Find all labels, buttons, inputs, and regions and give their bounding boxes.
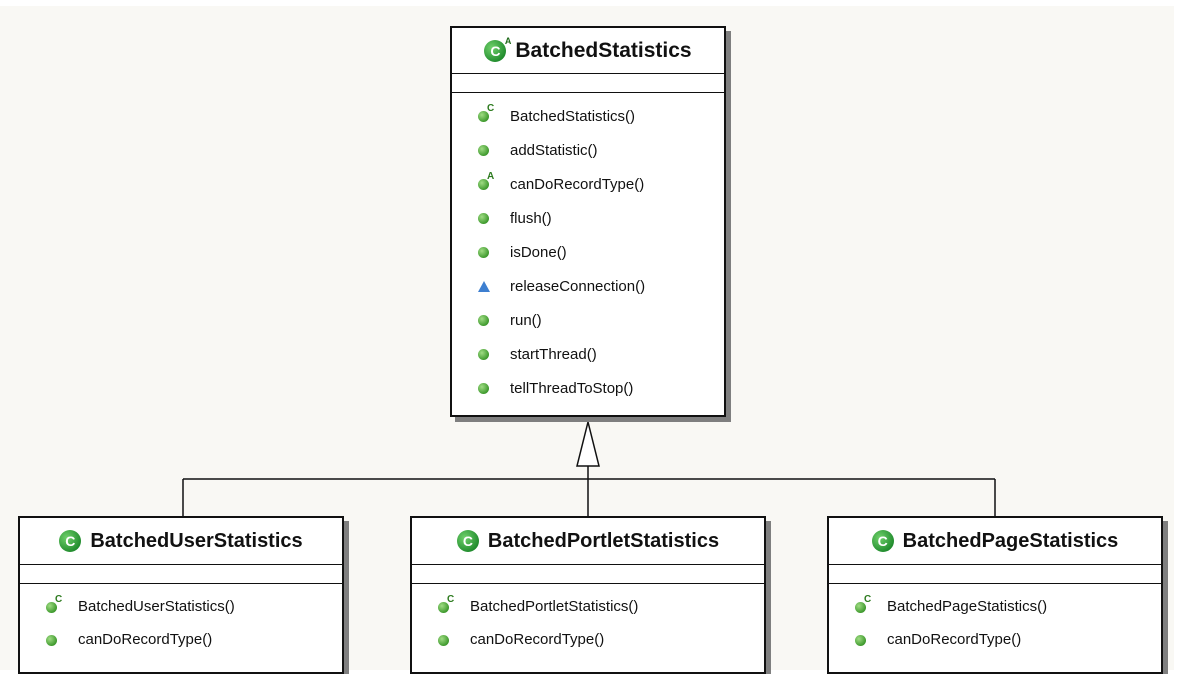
class-batched-portlet-statistics[interactable]: C BatchedPortletStatistics C BatchedPort… — [410, 516, 766, 674]
class-name: BatchedStatistics — [515, 38, 692, 62]
method-label: addStatistic() — [510, 141, 598, 159]
method-label: releaseConnection() — [510, 277, 646, 295]
method-label: isDone() — [510, 243, 567, 261]
method-row[interactable]: tellThreadToStop() — [452, 371, 724, 405]
class-icon: C — [871, 530, 894, 552]
method-row[interactable]: A canDoRecordType() — [452, 167, 724, 201]
method-row[interactable]: C BatchedPageStatistics() — [829, 590, 1161, 623]
public-method-icon — [474, 209, 496, 227]
method-label: flush() — [510, 209, 552, 227]
attributes-compartment — [412, 565, 764, 584]
attributes-compartment — [20, 565, 342, 584]
method-row[interactable]: run() — [452, 303, 724, 337]
class-icon: C — [59, 530, 82, 552]
public-method-icon — [474, 345, 496, 363]
method-label: canDoRecordType() — [887, 631, 1022, 648]
method-row[interactable]: canDoRecordType() — [829, 623, 1161, 656]
methods-compartment: C BatchedPortletStatistics() canDoRecord… — [412, 584, 764, 656]
methods-compartment: C BatchedUserStatistics() canDoRecordTyp… — [20, 584, 342, 656]
method-label: BatchedPortletStatistics() — [470, 598, 639, 615]
method-label: canDoRecordType() — [78, 631, 213, 648]
method-label: BatchedUserStatistics() — [78, 598, 235, 615]
method-row[interactable]: canDoRecordType() — [20, 623, 342, 656]
top-border — [0, 0, 1180, 6]
class-name: BatchedUserStatistics — [90, 529, 303, 552]
public-method-icon — [474, 141, 496, 159]
method-row[interactable]: startThread() — [452, 337, 724, 371]
class-name: BatchedPageStatistics — [902, 529, 1119, 552]
class-header: C BatchedUserStatistics — [20, 518, 342, 565]
public-method-icon — [434, 631, 456, 649]
method-label: canDoRecordType() — [510, 175, 645, 193]
right-border — [1174, 0, 1180, 670]
package-method-icon — [474, 277, 496, 295]
method-label: canDoRecordType() — [470, 631, 605, 648]
public-method-icon — [851, 631, 873, 649]
method-label: startThread() — [510, 345, 597, 363]
attributes-compartment — [829, 565, 1161, 584]
constructor-icon: C — [474, 104, 496, 125]
constructor-icon: C — [851, 594, 873, 616]
method-row[interactable]: C BatchedStatistics() — [452, 99, 724, 133]
method-label: run() — [510, 311, 542, 329]
constructor-icon: C — [42, 594, 64, 616]
public-method-icon — [42, 631, 64, 649]
class-header: C BatchedPortletStatistics — [412, 518, 764, 565]
methods-compartment: C BatchedPageStatistics() canDoRecordTyp… — [829, 584, 1161, 656]
method-label: tellThreadToStop() — [510, 379, 634, 397]
attributes-compartment — [452, 74, 724, 93]
class-name: BatchedPortletStatistics — [487, 529, 720, 552]
class-batched-page-statistics[interactable]: C BatchedPageStatistics C BatchedPageSta… — [827, 516, 1163, 674]
class-batched-user-statistics[interactable]: C BatchedUserStatistics C BatchedUserSta… — [18, 516, 344, 674]
method-row[interactable]: isDone() — [452, 235, 724, 269]
method-row[interactable]: addStatistic() — [452, 133, 724, 167]
constructor-icon: C — [434, 594, 456, 616]
class-header: C BatchedPageStatistics — [829, 518, 1161, 565]
public-method-icon — [474, 311, 496, 329]
method-row[interactable]: C BatchedPortletStatistics() — [412, 590, 764, 623]
public-method-icon — [474, 243, 496, 261]
method-label: BatchedPageStatistics() — [887, 598, 1048, 615]
public-method-icon — [474, 379, 496, 397]
method-row[interactable]: canDoRecordType() — [412, 623, 764, 656]
method-row[interactable]: releaseConnection() — [452, 269, 724, 303]
method-row[interactable]: C BatchedUserStatistics() — [20, 590, 342, 623]
abstract-method-icon: A — [474, 172, 496, 193]
method-label: BatchedStatistics() — [510, 107, 636, 125]
method-row[interactable]: flush() — [452, 201, 724, 235]
class-icon: C — [456, 530, 479, 552]
generalization-arrowhead — [576, 421, 600, 467]
methods-compartment: C BatchedStatistics() addStatistic() A c… — [452, 93, 724, 405]
